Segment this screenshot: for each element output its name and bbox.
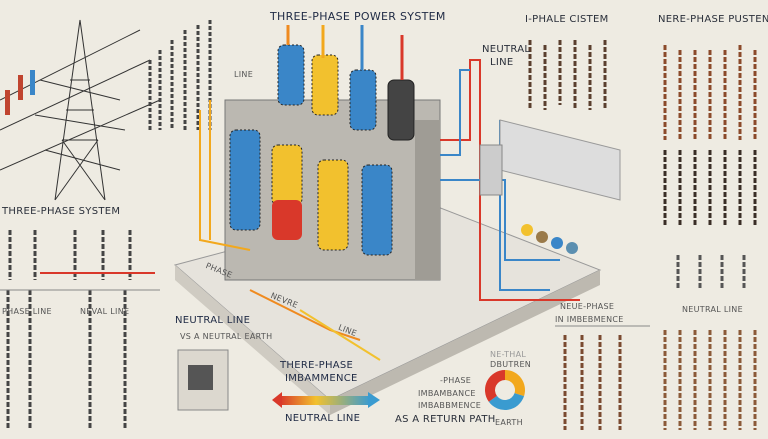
label: EARTH bbox=[495, 418, 523, 427]
label: AS A RETURN PATH bbox=[395, 414, 496, 425]
label: IMBAMBANCE bbox=[418, 389, 476, 398]
donut-slice bbox=[488, 393, 525, 410]
label: DBUTREN bbox=[490, 360, 532, 369]
label: LINE bbox=[490, 57, 514, 68]
label: NEUE-PHASE bbox=[560, 302, 615, 311]
label: -PHASE bbox=[440, 376, 472, 385]
label: IMBAMMENCE bbox=[285, 373, 358, 384]
label: NERE-PHASE PUSTENT bbox=[658, 14, 768, 25]
transmission-tower bbox=[0, 19, 161, 201]
donut-slice bbox=[485, 370, 505, 402]
label: LINE bbox=[234, 70, 254, 79]
label: VS A NEUTRAL EARTH bbox=[180, 332, 273, 341]
label: THERE-PHASE bbox=[280, 360, 354, 371]
label: NEUTRAL LINE bbox=[285, 413, 361, 424]
device-box bbox=[177, 349, 229, 411]
main-title: THREE-PHASE POWER SYSTEM bbox=[270, 10, 446, 23]
label: NE-THAL bbox=[490, 350, 527, 359]
label: THREE-PHASE SYSTEM bbox=[2, 206, 121, 217]
phase-arrows bbox=[286, 25, 404, 80]
insulator-strings-left bbox=[5, 20, 212, 130]
label: PHASE LINE bbox=[2, 307, 52, 316]
label: I-PHALE CISTEM bbox=[525, 14, 609, 25]
bushings bbox=[229, 44, 415, 256]
label: NEUTRAL bbox=[482, 44, 531, 55]
label: IN IMBEBMENCE bbox=[555, 315, 624, 324]
label: NEUTRAL LINE bbox=[682, 305, 743, 314]
label: NEUTRAL LINE bbox=[175, 315, 251, 326]
insulator-columns-right bbox=[6, 40, 757, 430]
label: NEVAL LINE bbox=[80, 307, 130, 316]
switch-panel bbox=[479, 119, 621, 254]
label: IMBABBMENCE bbox=[418, 401, 482, 410]
donut-slice bbox=[505, 370, 525, 397]
earth-donut-chart bbox=[485, 370, 525, 410]
gradient-arrow bbox=[272, 392, 380, 408]
